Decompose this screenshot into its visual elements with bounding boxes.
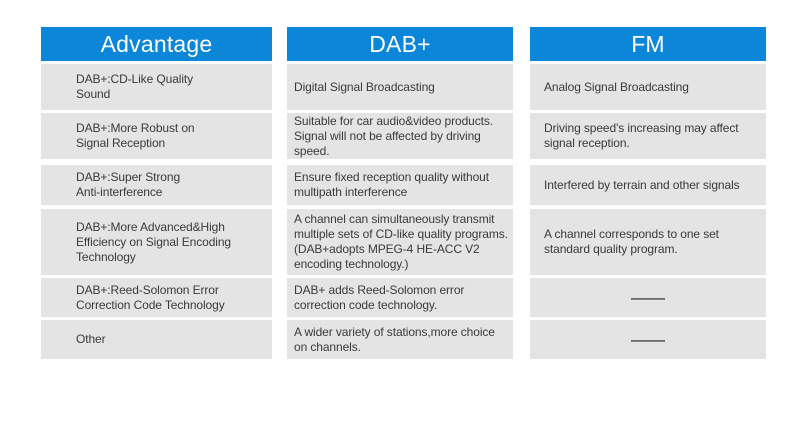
cell-text: DAB+ adds Reed-Solomon error correction …: [294, 282, 465, 312]
cell-text: Driving speed's increasing may affect si…: [544, 121, 739, 150]
cell-text: DAB+:Reed-Solomon Error Correction Code …: [76, 282, 225, 312]
table-cell: Suitable for car audio&video products. S…: [287, 113, 513, 159]
column-advantage: Advantage DAB+:CD-Like Quality Sound DAB…: [41, 27, 272, 359]
cell-text: Other: [76, 332, 106, 346]
column-header-fm: FM: [530, 27, 766, 61]
cell-text: Digital Signal Broadcasting: [294, 79, 435, 94]
column-fm: FM Analog Signal Broadcasting Driving sp…: [530, 27, 766, 359]
cell-text: Interfered by terrain and other signals: [544, 177, 740, 192]
cell-text: A wider variety of stations,more choice …: [294, 324, 495, 354]
table-cell: A wider variety of stations,more choice …: [287, 320, 513, 359]
cell-text: Suitable for car audio&video products. S…: [294, 113, 493, 158]
table-cell-empty: ——: [530, 320, 766, 359]
table-cell: DAB+:Reed-Solomon Error Correction Code …: [41, 278, 272, 317]
cell-text: DAB+:CD-Like Quality Sound: [76, 72, 194, 101]
cell-text: DAB+:Super Strong Anti-interference: [76, 170, 181, 199]
cell-text: Analog Signal Broadcasting: [544, 79, 689, 94]
cell-text: A channel can simultaneously transmit mu…: [294, 212, 508, 271]
table-cell: Ensure fixed reception quality without m…: [287, 165, 513, 205]
table-cell: DAB+:More Robust on Signal Reception: [41, 113, 272, 159]
table-cell: Analog Signal Broadcasting: [530, 64, 766, 110]
column-dab-plus: DAB+ Digital Signal Broadcasting Suitabl…: [287, 27, 513, 359]
cell-text: DAB+:More Robust on Signal Reception: [76, 121, 195, 150]
table-cell: A channel can simultaneously transmit mu…: [287, 209, 513, 275]
table-cell: Other: [41, 320, 272, 359]
cell-text: DAB+:More Advanced&High Efficiency on Si…: [76, 219, 231, 264]
table-cell: DAB+:CD-Like Quality Sound: [41, 64, 272, 110]
table-cell: DAB+:More Advanced&High Efficiency on Si…: [41, 209, 272, 275]
cell-text: Ensure fixed reception quality without m…: [294, 170, 489, 199]
column-header-advantage: Advantage: [41, 27, 272, 61]
table-cell: DAB+:Super Strong Anti-interference: [41, 165, 272, 205]
column-header-dab-plus: DAB+: [287, 27, 513, 61]
table-cell: A channel corresponds to one set standar…: [530, 209, 766, 275]
dash-line: ——: [631, 330, 665, 349]
table-cell: Driving speed's increasing may affect si…: [530, 113, 766, 159]
table-cell: DAB+ adds Reed-Solomon error correction …: [287, 278, 513, 317]
cell-text: A channel corresponds to one set standar…: [544, 227, 719, 256]
table-cell: Digital Signal Broadcasting: [287, 64, 513, 110]
table-cell-empty: ——: [530, 278, 766, 317]
table-cell: Interfered by terrain and other signals: [530, 165, 766, 205]
dash-line: ——: [631, 288, 665, 307]
